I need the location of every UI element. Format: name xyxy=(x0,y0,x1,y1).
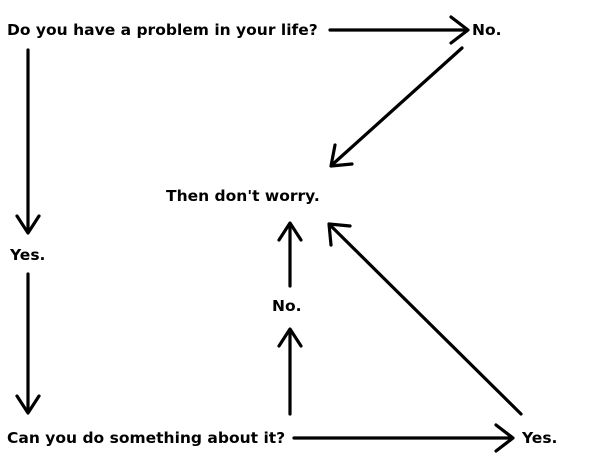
no-answer-middle: No. xyxy=(272,297,302,315)
arrow-no-to-conclusion-middle xyxy=(277,221,303,288)
arrow-action-to-yes xyxy=(292,423,515,453)
action-question: Can you do something about it? xyxy=(7,429,286,447)
arrow-problem-to-yes xyxy=(15,48,41,235)
conclusion-text: Then don't worry. xyxy=(166,187,320,205)
yes-answer-bottom: Yes. xyxy=(522,429,558,447)
yes-answer-left: Yes. xyxy=(10,246,46,264)
arrow-yes-to-action xyxy=(15,272,41,415)
problem-question: Do you have a problem in your life? xyxy=(7,21,318,39)
arrow-problem-to-no xyxy=(328,15,470,45)
no-answer-top: No. xyxy=(472,21,502,39)
arrow-yes-to-conclusion xyxy=(327,222,523,416)
arrow-no-to-conclusion xyxy=(329,46,464,168)
arrow-action-to-no xyxy=(277,327,303,416)
